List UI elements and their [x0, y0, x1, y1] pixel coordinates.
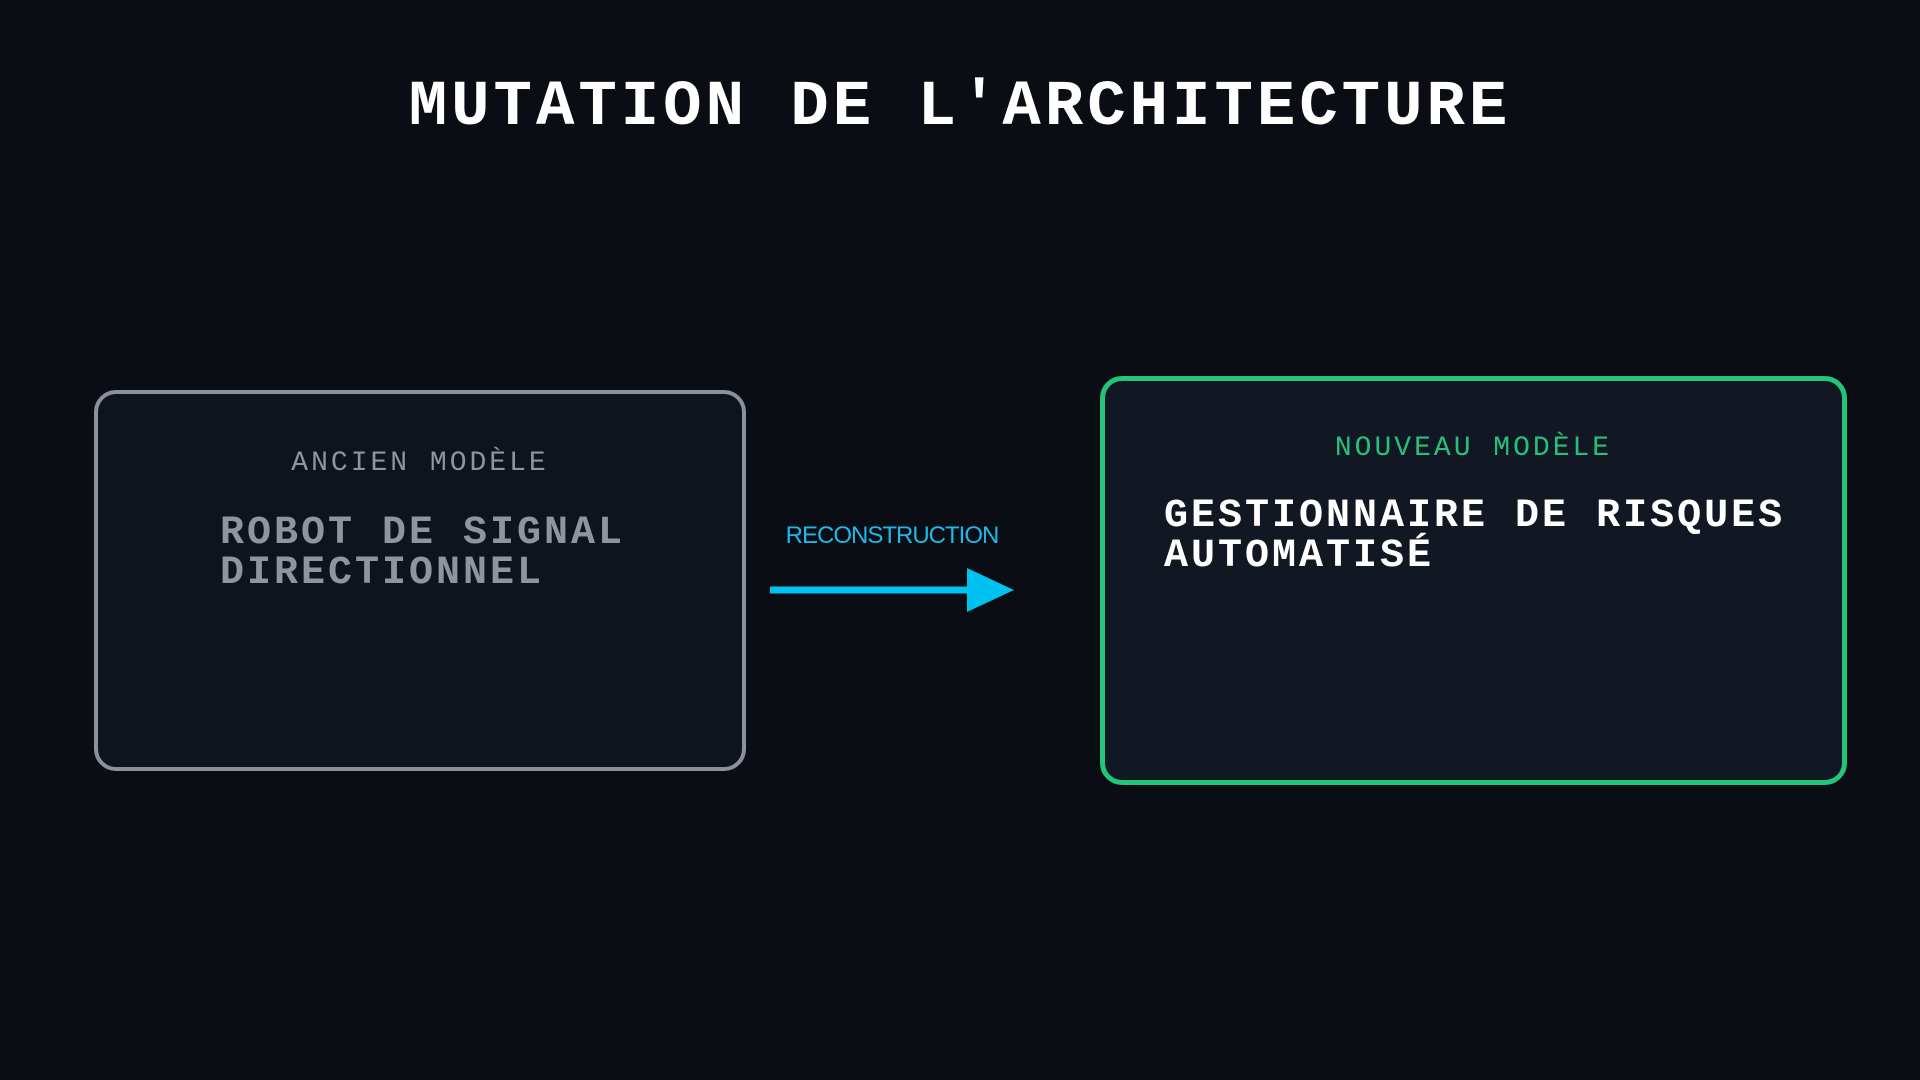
transition-label: RECONSTRUCTION	[785, 522, 1000, 549]
old-model-card: ANCIEN MODÈLE ROBOT DE SIGNAL DIRECTIONN…	[94, 390, 746, 771]
old-model-heading: ROBOT DE SIGNAL DIRECTIONNEL	[220, 511, 626, 596]
new-model-card: NOUVEAU MODÈLE GESTIONNAIRE DE RISQUES A…	[1100, 376, 1847, 785]
transition-connector: RECONSTRUCTION	[760, 510, 1020, 620]
page-title: MUTATION DE L'ARCHITECTURE	[408, 72, 1512, 144]
new-model-heading: GESTIONNAIRE DE RISQUES AUTOMATISÉ	[1164, 494, 1786, 579]
right-arrow-icon	[770, 568, 1014, 612]
old-model-label: ANCIEN MODÈLE	[291, 448, 549, 479]
new-model-label: NOUVEAU MODÈLE	[1334, 433, 1613, 464]
